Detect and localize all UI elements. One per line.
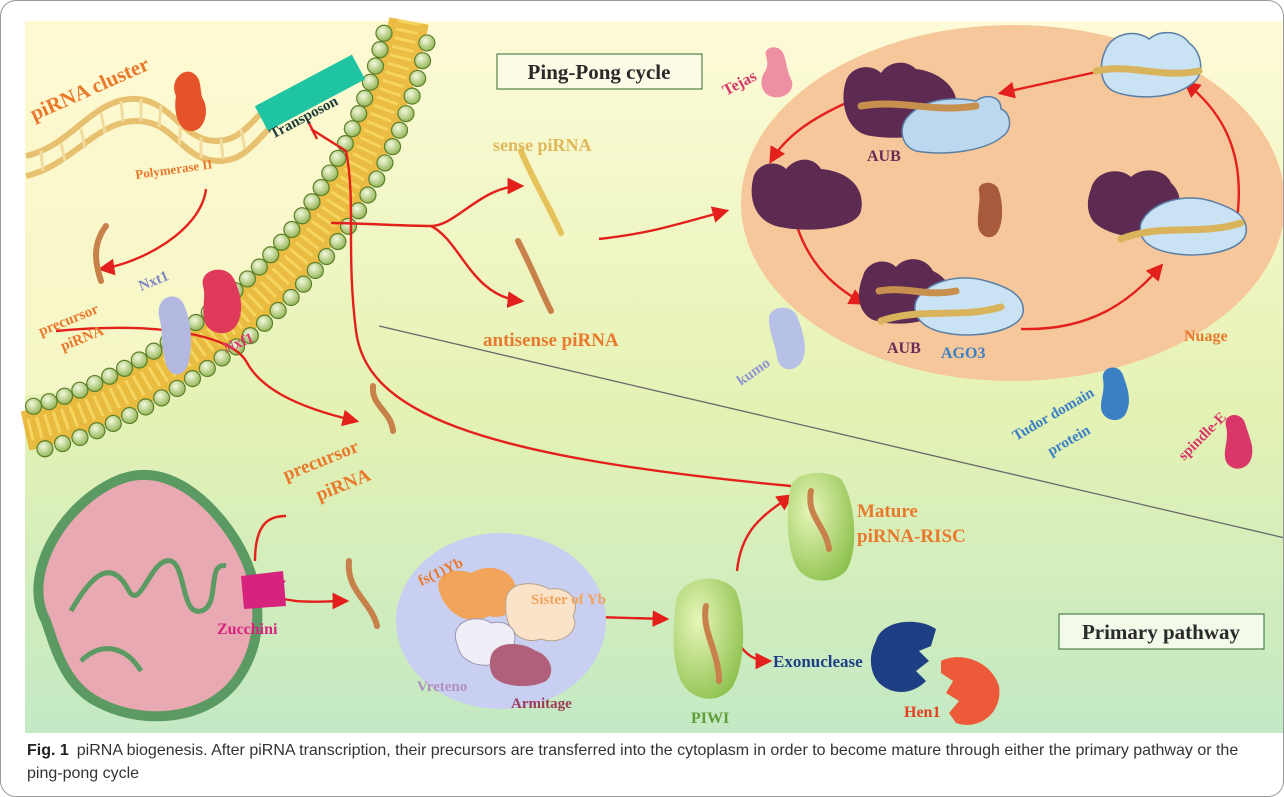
membrane-lipid-head: [270, 303, 286, 319]
primary-pathway-label: Primary pathway: [1082, 620, 1241, 644]
membrane-lipid-head: [304, 194, 320, 210]
nuage-label: Nuage: [1184, 328, 1228, 345]
membrane-lipid-head: [41, 394, 57, 410]
membrane-lipid-head: [295, 276, 311, 292]
membrane-lipid-head: [344, 121, 360, 137]
ago3-label: AGO3: [941, 345, 985, 362]
membrane-lipid-head: [362, 74, 378, 90]
exonuclease-label: Exonuclease: [773, 652, 863, 671]
membrane-lipid-head: [369, 171, 385, 187]
membrane-lipid-head: [72, 382, 88, 398]
membrane-lipid-head: [330, 234, 346, 250]
membrane-lipid-head: [239, 271, 255, 287]
ago3-complex-top-right: [1096, 33, 1201, 97]
membrane-lipid-head: [330, 150, 346, 166]
membrane-lipid-head: [377, 155, 393, 171]
membrane-lipid-head: [274, 234, 290, 250]
armitage-label: Armitage: [511, 696, 572, 712]
membrane-lipid-head: [307, 262, 323, 278]
membrane-lipid-head: [340, 218, 356, 234]
membrane-lipid-head: [199, 360, 215, 376]
membrane-lipid-head: [89, 423, 105, 439]
hen1-label: Hen1: [904, 704, 940, 721]
aub-top-label: AUB: [867, 148, 901, 165]
zucchini-label: Zucchini: [217, 621, 278, 638]
membrane-lipid-head: [351, 203, 367, 219]
membrane-lipid-head: [102, 368, 118, 384]
membrane-lipid-head: [131, 352, 147, 368]
membrane-lipid-head: [357, 90, 373, 106]
membrane-lipid-head: [283, 289, 299, 305]
membrane-lipid-head: [251, 259, 267, 275]
membrane-lipid-head: [404, 88, 420, 104]
membrane-lipid-head: [37, 441, 53, 457]
membrane-lipid-head: [376, 25, 392, 41]
mature-label-1: Mature: [857, 501, 918, 522]
vreteno-label: Vreteno: [417, 679, 467, 695]
membrane-lipid-head: [188, 314, 204, 330]
sense-pirna-label: sense piRNA: [493, 135, 592, 155]
membrane-lipid-head: [105, 415, 121, 431]
membrane-lipid-head: [146, 343, 162, 359]
membrane-lipid-head: [257, 315, 273, 331]
membrane-lipid-head: [410, 70, 426, 86]
membrane-lipid-head: [392, 122, 408, 138]
membrane-lipid-head: [184, 371, 200, 387]
aub-bottom-label: AUB: [887, 340, 921, 357]
membrane-lipid-head: [55, 436, 71, 452]
membrane-lipid-head: [319, 249, 335, 265]
membrane-lipid-head: [415, 53, 431, 69]
membrane-lipid-head: [263, 247, 279, 263]
membrane-lipid-head: [372, 42, 388, 58]
membrane-lipid-head: [138, 399, 154, 415]
membrane-lipid-head: [313, 180, 329, 196]
membrane-lipid-head: [57, 388, 73, 404]
membrane-lipid-head: [367, 58, 383, 74]
membrane-lipid-head: [322, 165, 338, 181]
membrane-lipid-head: [122, 408, 138, 424]
nuage-center-protein: [978, 183, 1002, 237]
membrane-lipid-head: [72, 429, 88, 445]
antisense-pirna-label: antisense piRNA: [483, 330, 619, 351]
membrane-lipid-head: [360, 187, 376, 203]
membrane-lipid-head: [26, 398, 42, 414]
membrane-lipid-head: [117, 360, 133, 376]
mature-label-2: piRNA-RISC: [857, 526, 966, 547]
piwi-label: PIWI: [691, 710, 729, 727]
membrane-lipid-head: [294, 208, 310, 224]
zucchini-protein: [241, 571, 286, 609]
membrane-lipid-head: [398, 106, 414, 122]
membrane-lipid-head: [169, 380, 185, 396]
caption-text: piRNA biogenesis. After piRNA transcript…: [27, 742, 1238, 782]
ping-pong-label: Ping-Pong cycle: [528, 60, 671, 84]
sister-of-yb-label: Sister of Yb: [531, 592, 606, 608]
membrane-lipid-head: [419, 35, 435, 51]
membrane-lipid-head: [87, 376, 103, 392]
membrane-lipid-head: [385, 139, 401, 155]
membrane-lipid-head: [154, 390, 170, 406]
membrane-lipid-head: [351, 106, 367, 122]
figure-number: Fig. 1: [27, 742, 69, 759]
